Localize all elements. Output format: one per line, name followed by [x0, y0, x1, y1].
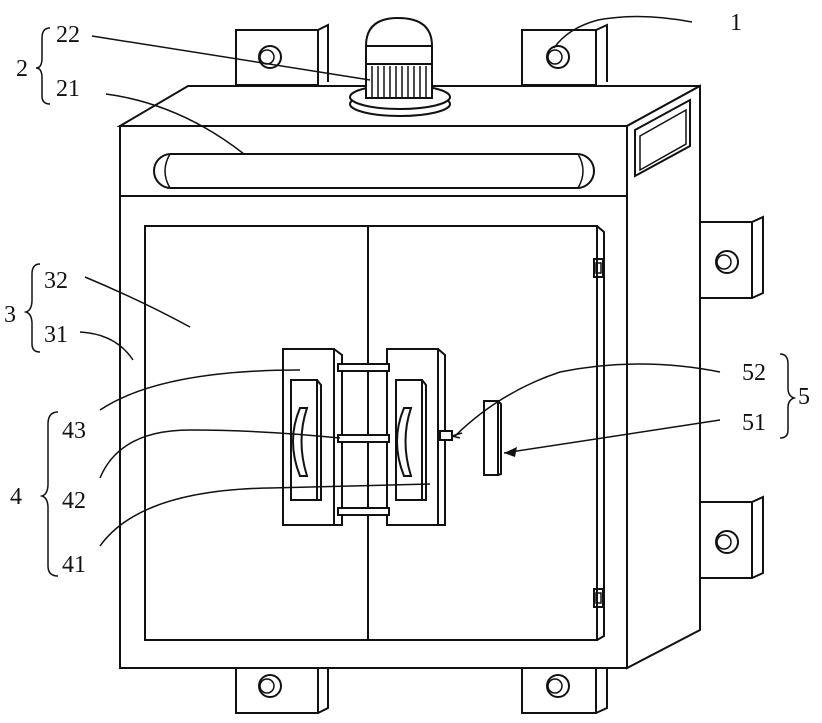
label-51: 51 — [742, 410, 766, 436]
brace-4 — [42, 412, 58, 576]
mounting-ear-right-lower — [700, 497, 763, 578]
label-22: 22 — [56, 22, 80, 48]
brace-5 — [780, 354, 794, 438]
label-1: 1 — [730, 10, 742, 36]
label-42: 42 — [62, 488, 86, 514]
label-31: 31 — [44, 322, 68, 348]
label-21: 21 — [56, 76, 80, 102]
mounting-ear-top-left — [236, 25, 328, 85]
warning-light — [350, 18, 450, 116]
label-5: 5 — [798, 384, 810, 410]
label-52: 52 — [742, 360, 766, 386]
label-4: 4 — [10, 484, 22, 510]
label-3: 3 — [4, 302, 16, 328]
mounting-ear-top-right — [522, 25, 607, 85]
label-41: 41 — [62, 552, 86, 578]
brace-2 — [36, 28, 50, 104]
mounting-ear-bottom-right — [522, 662, 607, 713]
mounting-ear-bottom-left — [236, 662, 328, 713]
label-2: 2 — [16, 56, 28, 82]
mounting-ear-right-upper — [700, 217, 763, 298]
label-32: 32 — [44, 268, 68, 294]
brace-3 — [26, 264, 40, 352]
label-43: 43 — [62, 418, 86, 444]
